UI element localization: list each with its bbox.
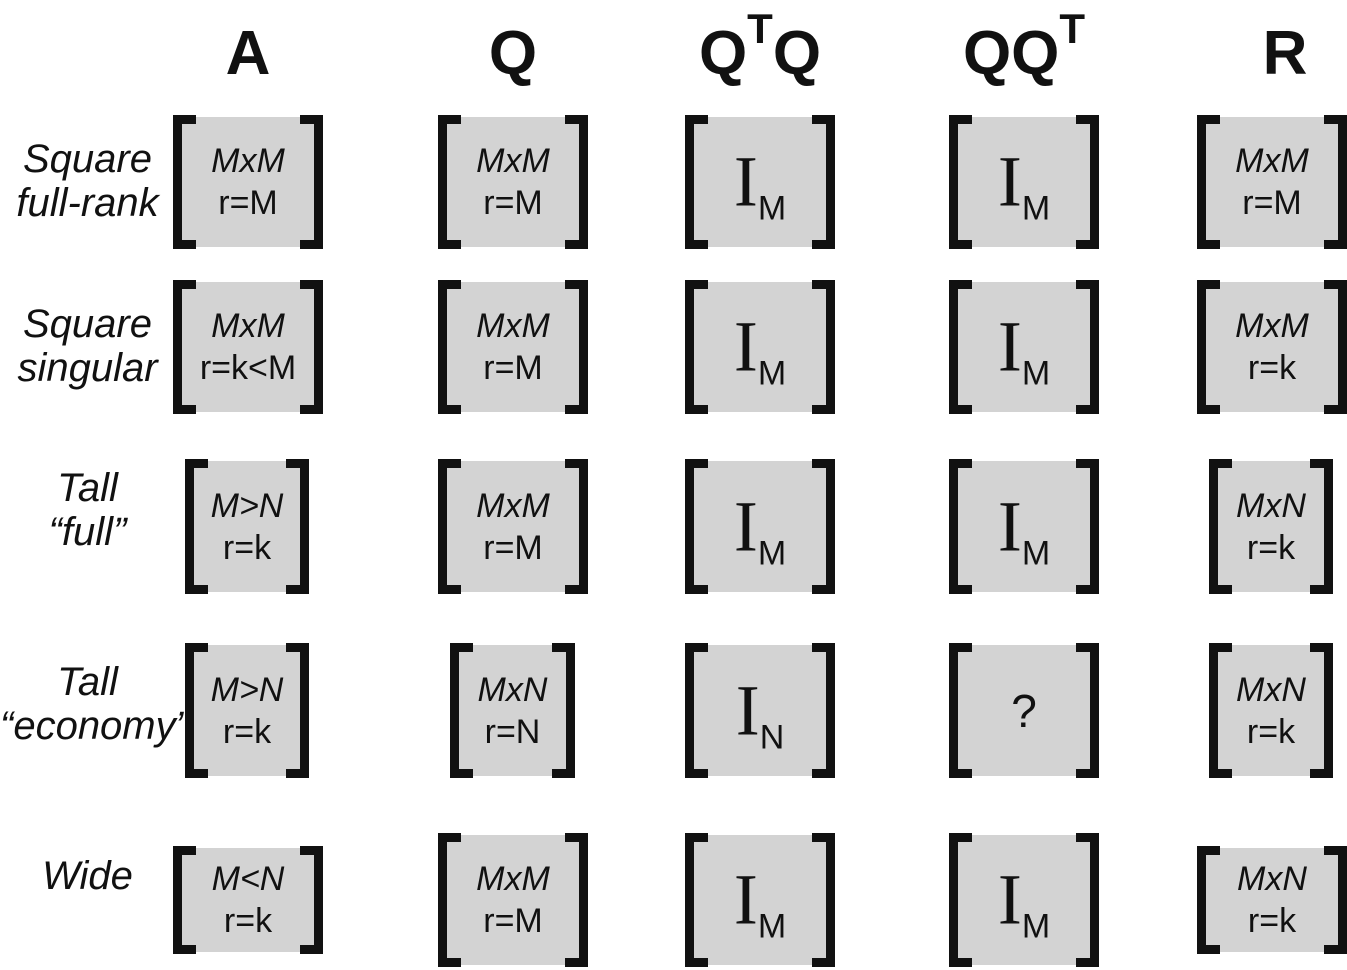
bracket-left (1209, 643, 1232, 778)
bracket-left (173, 115, 196, 249)
bracket-right (300, 846, 323, 954)
row-label-tall-full: Tall“full” (48, 466, 127, 554)
bracket-left (438, 115, 461, 249)
bracket-left (949, 280, 972, 414)
bracket-right (812, 833, 835, 967)
bracket-right (812, 643, 835, 778)
bracket-left (685, 115, 708, 249)
bracket-left (173, 846, 196, 954)
bracket-right (552, 643, 575, 778)
bracket-right (565, 280, 588, 414)
bracket-left (185, 459, 208, 594)
matrix-qtq-row5: IM (685, 833, 835, 967)
bracket-left (1197, 846, 1220, 954)
bracket-left (949, 459, 972, 594)
bracket-left (685, 280, 708, 414)
bracket-left (438, 833, 461, 967)
bracket-left (949, 833, 972, 967)
bracket-right (1076, 280, 1099, 414)
column-header-qtq: QTQ (698, 5, 822, 89)
bracket-left (450, 643, 473, 778)
bracket-left (185, 643, 208, 778)
matrix-qtq-row3: IM (685, 459, 835, 594)
matrix-qtq-row2: IM (685, 280, 835, 414)
bracket-right (1076, 459, 1099, 594)
bracket-left (1209, 459, 1232, 594)
bracket-left (438, 280, 461, 414)
matrix-qqt-row5: IM (949, 833, 1099, 967)
bracket-right (286, 643, 309, 778)
matrix-qqt-row1: IM (949, 115, 1099, 249)
bracket-right (1076, 833, 1099, 967)
column-header-r: R (1262, 19, 1308, 88)
bracket-right (812, 280, 835, 414)
bracket-right (565, 115, 588, 249)
bracket-right (812, 459, 835, 594)
bracket-left (685, 459, 708, 594)
matrix-qqt-row2: IM (949, 280, 1099, 414)
bracket-right (300, 280, 323, 414)
bracket-left (438, 459, 461, 594)
unknown-mark: ? (1011, 684, 1037, 737)
bracket-left (949, 643, 972, 778)
bracket-left (1197, 115, 1220, 249)
column-header-q: Q (488, 19, 538, 88)
bracket-right (1324, 115, 1347, 249)
bracket-right (1324, 846, 1347, 954)
bracket-right (1076, 115, 1099, 249)
bracket-left (685, 643, 708, 778)
bracket-right (300, 115, 323, 249)
row-label-wide: Wide (42, 854, 133, 898)
bracket-right (565, 459, 588, 594)
matrix-qqt-row3: IM (949, 459, 1099, 594)
bracket-right (286, 459, 309, 594)
bracket-left (949, 115, 972, 249)
matrix-qtq-row1: IM (685, 115, 835, 249)
bracket-right (812, 115, 835, 249)
matrix-qqt-row4: ? (949, 643, 1099, 778)
bracket-right (1076, 643, 1099, 778)
bracket-left (685, 833, 708, 967)
bracket-right (1310, 643, 1333, 778)
bracket-right (1324, 280, 1347, 414)
bracket-right (1310, 459, 1333, 594)
row-label-tall-economy: Tall“economy” (0, 660, 189, 748)
matrix-qtq-row4: IN (685, 643, 835, 778)
column-header-a: A (225, 19, 271, 88)
bracket-left (1197, 280, 1220, 414)
column-header-qqt: QQT (962, 5, 1086, 89)
bracket-left (173, 280, 196, 414)
bracket-right (565, 833, 588, 967)
